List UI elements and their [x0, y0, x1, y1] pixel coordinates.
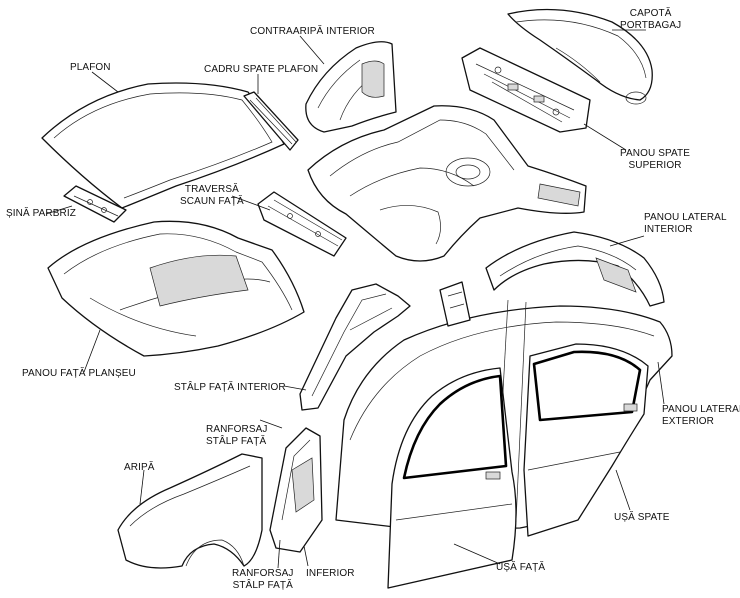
label-trunk-lid-line2: PORTBAGAJ [620, 20, 682, 31]
label-windshield-rail: ȘINĂ PARBRIZ [6, 208, 76, 219]
front-door-part [387, 367, 517, 589]
center-pillar-part [439, 281, 471, 327]
label-rear-door: UȘĂ SPATE [614, 512, 670, 523]
label-front-seat-crossmember: TRAVERSĂ SCAUN FAȚĂ [180, 184, 244, 208]
front-floor-panel-part [47, 220, 305, 357]
label-front-pillar-reinforcement-lower: RANFORSAJ STÂLP FAȚĂ [232, 568, 293, 592]
label-lower: INFERIOR [306, 568, 355, 579]
label-rear-upper-panel-line2: SUPERIOR [628, 160, 682, 171]
front-pillar-reinforcement-part [269, 427, 323, 553]
label-inner-side-panel: PANOU LATERAL INTERIOR [644, 212, 727, 236]
label-inner-side-panel-line2: INTERIOR [644, 224, 693, 235]
label-front-seat-crossmember-line1: TRAVERSĂ [184, 184, 239, 195]
label-front-door: UȘĂ FAȚĂ [496, 562, 546, 573]
label-inner-wheelhouse: CONTRAARIPĂ INTERIOR [250, 26, 375, 37]
label-roof-rear-frame: CADRU SPATE PLAFON [204, 64, 319, 75]
leader-lines [45, 29, 665, 569]
front-fender-part [117, 453, 263, 569]
trunk-lid-part [507, 8, 653, 105]
front-seat-crossmember-part [257, 191, 347, 257]
roof-rear-frame-part [243, 91, 299, 151]
label-front-pillar-reinforcement-upper: RANFORSAJ STÂLP FAȚĂ [206, 424, 267, 448]
label-trunk-lid: CAPOTĂ PORTBAGAJ [620, 8, 681, 32]
label-front-pillar-reinforcement-lower-line2: STÂLP FAȚĂ [232, 580, 293, 591]
front-pillar-inner-part [299, 283, 411, 411]
label-rear-upper-panel-line1: PANOU SPATE [620, 148, 691, 159]
label-outer-side-panel-line1: PANOU LATERAL [662, 404, 740, 415]
label-roof: PLAFON [70, 62, 111, 73]
rear-door-part [523, 343, 649, 537]
label-front-pillar-inner: STÂLP FAȚĂ INTERIOR [174, 382, 286, 393]
rear-upper-panel-part [461, 47, 591, 133]
label-front-floor-panel: PANOU FAȚĂ PLANȘEU [22, 368, 136, 379]
label-inner-side-panel-line1: PANOU LATERAL [644, 212, 727, 223]
inner-wheelhouse-part [305, 41, 397, 133]
windshield-rail-part [63, 185, 127, 223]
label-front-seat-crossmember-line2: SCAUN FAȚĂ [180, 196, 244, 207]
label-front-pillar-reinforcement-lower-line1: RANFORSAJ [232, 568, 294, 579]
label-trunk-lid-line1: CAPOTĂ [629, 8, 672, 19]
label-outer-side-panel-line2: EXTERIOR [662, 416, 714, 427]
label-outer-side-panel: PANOU LATERAL EXTERIOR [662, 404, 740, 428]
label-fender: ARIPĂ [124, 462, 155, 473]
inner-side-panel-part [485, 231, 665, 307]
rear-floor-assembly-part [307, 105, 587, 262]
label-front-pillar-reinforcement-upper-line1: RANFORSAJ [206, 424, 268, 435]
label-rear-upper-panel: PANOU SPATE SUPERIOR [620, 148, 690, 172]
label-front-pillar-reinforcement-upper-line2: STÂLP FAȚĂ [206, 436, 267, 447]
